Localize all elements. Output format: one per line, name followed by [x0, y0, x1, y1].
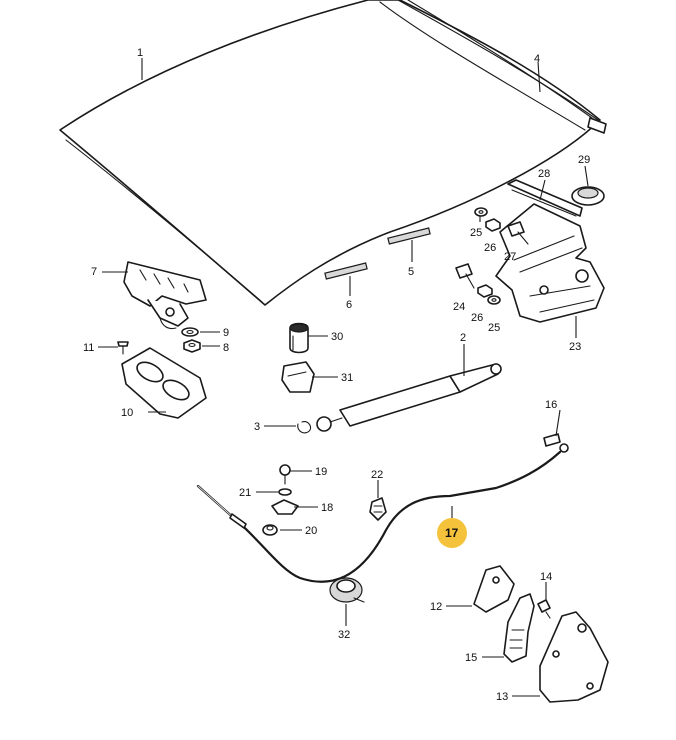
- callout-18: 18: [321, 502, 333, 514]
- callout-24: 24: [453, 301, 465, 313]
- circlip-3: [297, 421, 312, 434]
- clip-22: [369, 497, 387, 521]
- callout-5: 5: [408, 266, 414, 278]
- callout-4: 4: [534, 53, 540, 65]
- callout-1: 1: [137, 47, 143, 59]
- callout-20: 20: [305, 525, 317, 537]
- washer-9: [181, 327, 199, 337]
- callout-19: 19: [315, 466, 327, 478]
- callout-22: 22: [371, 469, 383, 481]
- callout-7: 7: [91, 266, 97, 278]
- callout-26a: 26: [484, 242, 496, 254]
- gas-strut: [316, 363, 502, 432]
- grommet-20: [262, 524, 278, 536]
- lock-mechanism: [473, 565, 609, 703]
- callout-30: 30: [331, 331, 343, 343]
- nut-18: [271, 499, 299, 515]
- release-cable: [196, 443, 569, 583]
- cap-30: [289, 322, 309, 354]
- callout-28: 28: [538, 168, 550, 180]
- callout-8: 8: [223, 342, 229, 354]
- callout-labels: 1 4 5 6 7 9 8 11 10 30 31 3 2 29 28 25 2…: [83, 47, 590, 703]
- nut-8: [183, 339, 201, 353]
- callout-12: 12: [430, 601, 442, 613]
- callout-23: 23: [569, 341, 581, 353]
- callout-25b: 25: [488, 322, 500, 334]
- pin-16: [543, 433, 561, 447]
- callout-10: 10: [121, 407, 133, 419]
- callout-9: 9: [223, 327, 229, 339]
- buffer-31: [281, 361, 315, 393]
- callout-16: 16: [545, 399, 557, 411]
- washer-21: [278, 488, 292, 496]
- callout-27: 27: [504, 251, 516, 263]
- hood-panel: [59, 0, 607, 306]
- highlight-circle: [437, 518, 467, 548]
- callout-6: 6: [346, 299, 352, 311]
- callout-17: 17: [445, 526, 459, 540]
- callout-31: 31: [341, 372, 353, 384]
- latch-assembly: [123, 261, 207, 330]
- grommet-32: [329, 577, 365, 603]
- base-plate: [121, 347, 207, 419]
- callout-3: 3: [254, 421, 260, 433]
- callout-26b: 26: [471, 312, 483, 324]
- callout-21: 21: [239, 487, 251, 499]
- callout-11: 11: [83, 342, 94, 354]
- callout-25a: 25: [470, 227, 482, 239]
- callout-2: 2: [460, 332, 466, 344]
- callout-13: 13: [496, 691, 508, 703]
- callout-29: 29: [578, 154, 590, 166]
- leader-lines: [98, 58, 589, 697]
- callout-32: 32: [338, 629, 350, 641]
- bolt-19: [279, 464, 291, 485]
- screw-11: [117, 341, 129, 355]
- callout-15: 15: [465, 652, 477, 664]
- hinge-assembly: [455, 179, 605, 323]
- callout-14: 14: [540, 571, 552, 583]
